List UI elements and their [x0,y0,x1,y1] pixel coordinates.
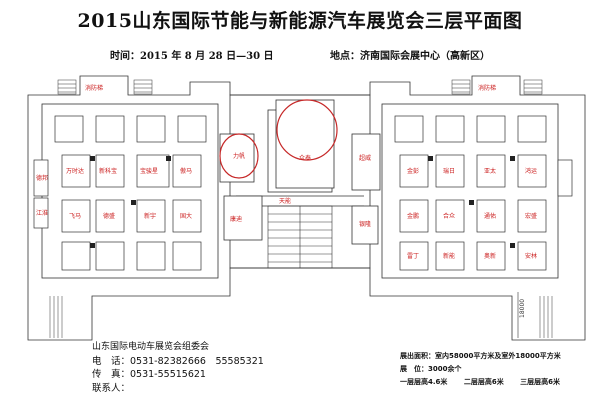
fire-stair-label: 消防梯 [85,84,103,92]
right-booth-label: 合众 [443,212,455,220]
kandi-booth-label: 康迪 [230,215,242,223]
central-booths [219,99,381,245]
phone-label: 电 话： [92,355,131,367]
exhibition-stats: 展出面积：室内58000平方米及室外18000平方米 展 位：3000余个 一层… [400,350,574,389]
organizer-name: 山东国际电动车展览会组委会 [92,342,210,352]
left-booth-label: 德盛 [103,212,115,220]
phone-value: 0531-82382666 55585321 [130,355,264,367]
building-outline [27,75,586,341]
tianneng-booth-label: 天能 [279,197,291,205]
side-booth-label: 江淮 [36,209,48,217]
left-booth-label: 飞马 [69,212,81,220]
floor-3-height: 三层层高6米 [520,378,561,386]
right-booth-label: 奥新 [484,252,496,260]
right-booth-label: 宏盛 [525,212,537,220]
exhibition-time: 时间：2015 年 8 月 28 日—30 日 [110,51,274,62]
lifan-booth-label: 力帆 [233,152,245,160]
pillars [90,156,515,248]
yinlong-booth-label: 银隆 [359,220,371,228]
left-hall-booths [33,115,207,271]
fax-value: 0531-55515621 [130,369,206,380]
stair-hatch [57,79,543,95]
left-booth-label: 新科宝 [99,167,117,175]
exhibit-area: 展出面积：室内58000平方米及室外18000平方米 [400,352,561,360]
right-booth-label: 瑞日 [443,167,455,175]
fire-stair-label: 消防梯 [478,84,496,92]
central-staircase [267,205,333,269]
right-hall-booths [394,115,573,271]
right-booth-label: 亚太 [484,167,496,175]
booth-count: 展 位：3000余个 [400,365,462,373]
lifan-booth-circle [219,133,259,179]
right-booth-label: 鸿运 [525,167,537,175]
left-booth-label: 国大 [180,212,192,220]
organizer-info: 山东国际电动车展览会组委会 电 话：0531-82382666 55585321… [92,341,264,395]
right-booth-label: 安林 [525,252,537,260]
floor-1-height: 一层层高4.6米 [400,378,448,386]
contact-label: 联系人： [92,382,131,394]
fax-row: 传 真：0531-55515621 [92,368,264,382]
floor-heights: 一层层高4.6米 二层层高6米 三层层高6米 [400,376,574,389]
right-booth-label: 通佑 [484,212,496,220]
dimension-label: 18000 [519,299,526,318]
side-booth-label: 德邦 [36,174,48,182]
fax-label: 传 真： [92,369,131,380]
chaowei-booth-label: 超威 [359,154,371,162]
right-booth-label: 雷丁 [407,253,419,260]
exhibition-venue: 地点：济南国际会展中心（高新区） [330,51,490,62]
right-booth-label: 金彭 [407,167,419,175]
left-booth-label: 宝骏星 [140,167,158,175]
zotye-booth-label: 众泰 [299,154,311,162]
right-booth-label: 新能 [443,252,455,260]
lower-exit-stairs [49,296,553,338]
zotye-booth-circle [276,99,338,161]
left-booth-label: 傲马 [180,167,192,175]
phone-row: 电 话：0531-82382666 55585321 [92,355,264,369]
floor-2-height: 二层层高6米 [463,378,504,386]
left-booth-label: 万时达 [66,167,84,175]
contact-row: 联系人： [92,382,264,396]
page-title: 2015山东国际节能与新能源汽车展览会三层平面图 [77,10,523,32]
left-booth-label: 新宇 [144,212,156,220]
right-booth-label: 金鹏 [407,212,419,220]
